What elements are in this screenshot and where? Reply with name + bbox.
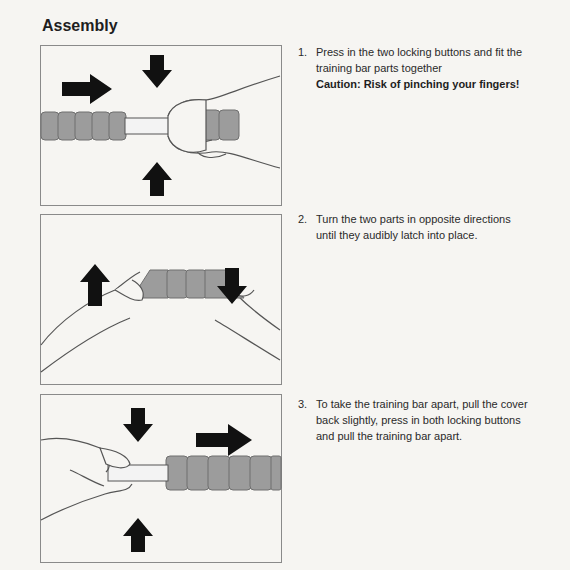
foam-segment (166, 456, 188, 490)
panel-frame (41, 215, 282, 385)
foam-grip (166, 456, 281, 490)
panel-1-illustration (41, 55, 280, 196)
panel-2-illustration (41, 264, 280, 372)
panel-3-illustration (41, 408, 281, 552)
press-arrow (123, 518, 153, 552)
step-text: Press in the two locking buttons and fit… (316, 44, 531, 76)
press-arrow (123, 408, 153, 442)
press-arrow (142, 162, 172, 196)
step-text: To take the training bar apart, pull the… (316, 396, 531, 444)
foam-segment (167, 270, 187, 298)
press-arrow (142, 55, 172, 88)
foam-segment (271, 456, 281, 490)
connector-tube (125, 118, 169, 134)
turn-arrow (217, 268, 247, 304)
pull-arrow (196, 424, 252, 456)
turn-arrow (80, 264, 110, 306)
hand-outline (41, 438, 132, 520)
foam-segment (219, 110, 239, 140)
step-number: 3. (298, 396, 312, 412)
foam-segment (250, 456, 272, 490)
step-text: Turn the two parts in opposite direction… (316, 211, 531, 243)
foam-segment (208, 456, 230, 490)
push-arrow (62, 74, 112, 104)
hand-outline (168, 100, 206, 153)
step-number: 2. (298, 211, 312, 227)
foam-segment (229, 456, 251, 490)
foam-segment (109, 112, 126, 140)
foam-segment (41, 112, 59, 140)
foam-segment (92, 112, 110, 140)
foam-segment (58, 112, 76, 140)
panel-frame (41, 395, 282, 563)
step-number: 1. (298, 44, 312, 60)
caution-note: Caution: Risk of pinching your fingers! (316, 76, 531, 92)
thumb (100, 448, 130, 468)
foam-segment (187, 456, 209, 490)
panel-frame (41, 46, 282, 206)
hand-outline (168, 76, 280, 168)
page-title: Assembly (42, 17, 118, 35)
panel-frames (41, 46, 282, 563)
foam-grip (41, 112, 126, 140)
foam-segment (186, 270, 206, 298)
thumb (115, 280, 143, 300)
foam-segment (75, 112, 93, 140)
